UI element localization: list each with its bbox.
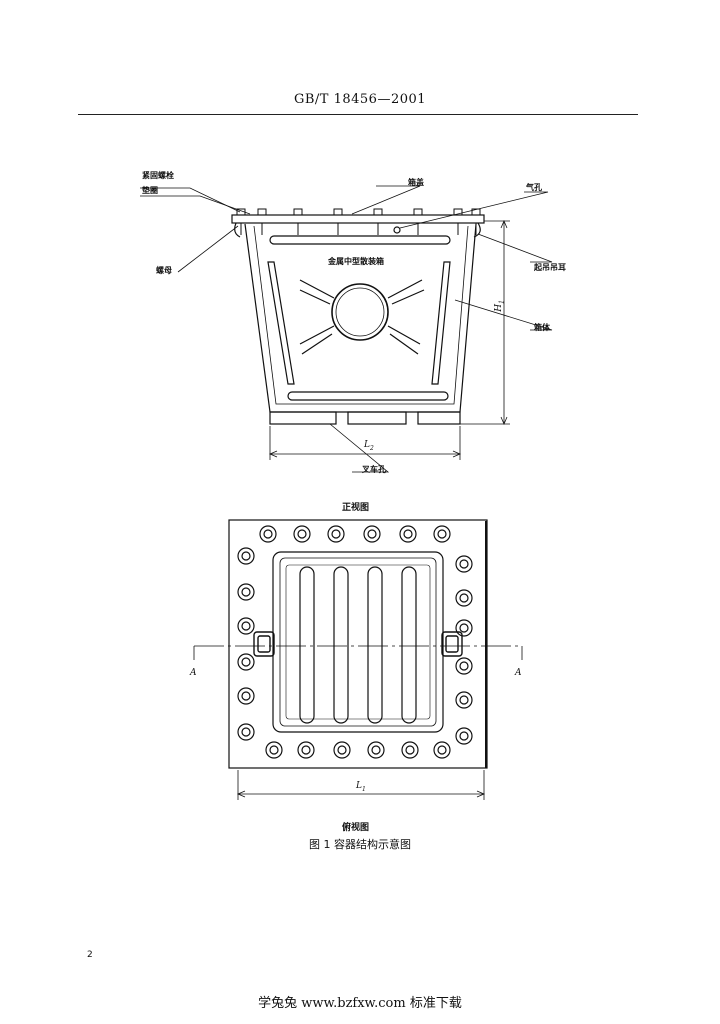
spoke-ul	[299, 279, 335, 305]
label-bolt: 紧固螺栓	[142, 171, 174, 180]
body-inner	[253, 225, 469, 405]
top-plate-outer	[228, 519, 488, 769]
label-container-name: 金属中型散装箱	[328, 257, 384, 266]
slot-3	[367, 566, 383, 724]
spoke-lr	[387, 325, 421, 355]
left-rib	[267, 261, 295, 385]
foot-center	[347, 411, 407, 425]
spoke-ll	[299, 325, 335, 355]
dim-height: H1	[493, 300, 506, 312]
lid-plate	[231, 214, 485, 224]
section-line	[193, 645, 523, 660]
top-dimension	[236, 770, 486, 800]
section-label-right: A	[515, 668, 522, 678]
top-rib	[269, 235, 451, 245]
section-label-left: A	[190, 668, 197, 678]
right-rib	[431, 261, 451, 385]
slot-1	[299, 566, 315, 724]
dim-length-l2: L2	[364, 440, 374, 452]
foot-left	[269, 411, 337, 425]
label-forklift-holes: 叉车孔	[362, 465, 386, 474]
page-number: 2	[87, 950, 93, 960]
slot-4	[401, 566, 417, 724]
vent-hole	[393, 226, 401, 234]
front-view-drawing	[231, 208, 485, 425]
label-vent: 气孔	[526, 183, 542, 192]
slot-2	[333, 566, 349, 724]
label-washer: 垫圈	[142, 186, 158, 195]
label-nut: 螺母	[156, 266, 172, 275]
central-port	[331, 283, 389, 341]
hatch-frame	[272, 551, 444, 733]
dim-length-l1: L1	[356, 781, 366, 793]
lifting-lugs	[234, 222, 481, 238]
standard-number: GB/T 18456—2001	[293, 92, 427, 107]
bottom-rib	[287, 391, 449, 401]
foot-right	[417, 411, 461, 425]
spoke-ur	[387, 279, 425, 305]
label-lid: 箱盖	[408, 178, 424, 187]
leader-lines	[140, 185, 553, 473]
header-rule	[78, 114, 638, 115]
footer-watermark: 学兔兔 www.bzfxw.com 标准下载	[258, 996, 462, 1011]
label-body: 箱体	[534, 323, 550, 332]
body-outline	[244, 223, 477, 413]
figure-caption: 图 1 容器结构示意图	[309, 838, 411, 851]
lid-bolts	[236, 208, 481, 235]
top-view-drawing	[193, 519, 523, 800]
label-lifting-lug: 起吊吊耳	[534, 263, 566, 272]
front-view-title: 正视图	[342, 503, 370, 513]
top-view-title: 俯视图	[342, 823, 370, 833]
top-lugs	[253, 631, 463, 657]
front-dimensions	[268, 219, 510, 460]
bolts-ring	[237, 525, 473, 759]
